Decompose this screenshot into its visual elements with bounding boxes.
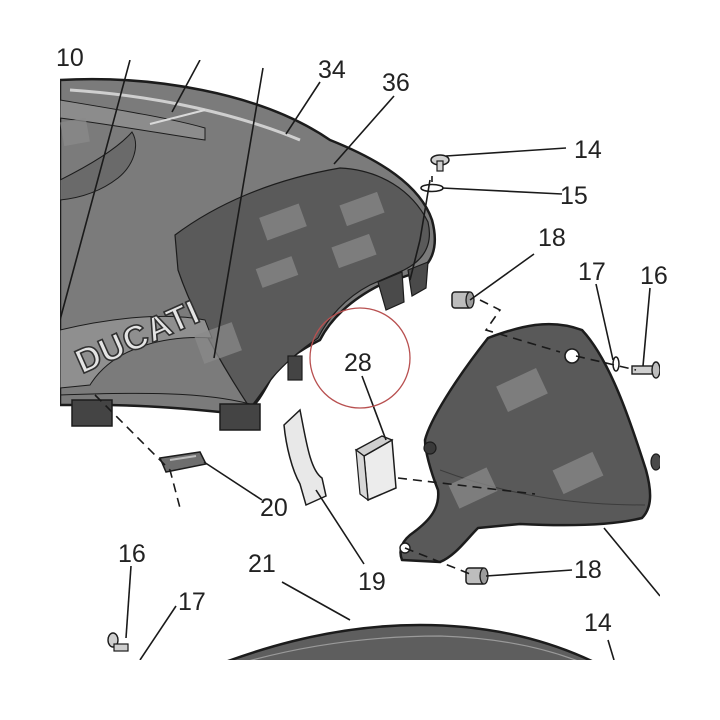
lower-cover-part[interactable] xyxy=(180,623,600,720)
clip-edge-right xyxy=(650,453,660,471)
callout-14-top: 14 xyxy=(574,136,602,164)
side-panel-part[interactable] xyxy=(399,322,652,564)
callout-19: 19 xyxy=(358,568,386,596)
callout-28: 28 xyxy=(344,349,372,377)
assembly-lines xyxy=(94,176,637,575)
callout-36: 36 xyxy=(382,69,410,97)
callout-18-top: 18 xyxy=(538,224,566,252)
callout-14-bottom: 14 xyxy=(584,609,612,637)
washer-15[interactable] xyxy=(420,183,444,193)
leader-lines xyxy=(60,60,660,660)
pad-28[interactable] xyxy=(354,435,397,502)
screw-16-left[interactable] xyxy=(107,632,129,652)
callout-18-bottom: 18 xyxy=(574,556,602,584)
callout-16-right: 16 xyxy=(640,262,668,290)
tank-cover-part[interactable]: DUCATI xyxy=(60,77,437,431)
callout-17-left: 17 xyxy=(178,588,206,616)
washer-17-right[interactable] xyxy=(612,356,620,372)
screw-14-top[interactable] xyxy=(430,154,450,172)
callout-10-partial: 10 xyxy=(56,44,84,72)
bushing-18-top[interactable] xyxy=(451,291,475,309)
callout-21: 21 xyxy=(248,550,276,578)
callout-15: 15 xyxy=(560,182,588,210)
callout-20: 20 xyxy=(260,494,288,522)
callout-34: 34 xyxy=(318,56,346,84)
tread-pattern xyxy=(60,117,385,364)
bracket-19[interactable] xyxy=(283,408,327,507)
callout-17-right: 17 xyxy=(578,258,606,286)
callout-labels: 10 34 36 14 15 18 17 16 28 20 19 21 18 1… xyxy=(56,44,668,637)
highlight-circle xyxy=(309,307,411,409)
callout-16-left: 16 xyxy=(118,540,146,568)
screw-16-right[interactable] xyxy=(631,361,660,379)
rubber-pad-20[interactable] xyxy=(158,451,208,473)
bushing-18-bottom[interactable] xyxy=(465,567,489,585)
